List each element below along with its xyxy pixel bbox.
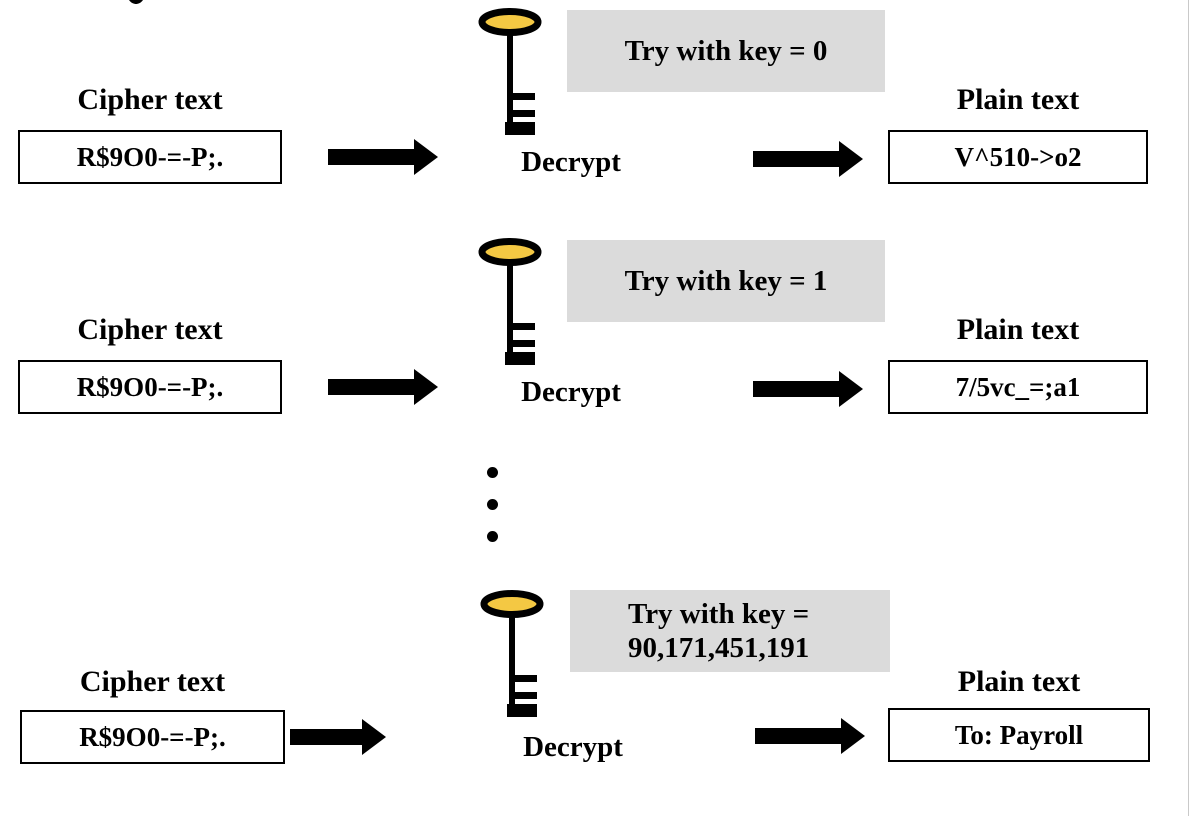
ellipsis-dot [487,499,498,510]
arrow-right-icon [755,718,865,754]
plain-text-box: To: Payroll [888,708,1150,762]
arrow-right-icon [328,139,438,175]
try-key-text: Try with key = [628,598,810,630]
try-key-value: 90,171,451,191 [628,632,810,664]
plain-text-box: 7/5vc_=;a1 [888,360,1148,414]
arrow-right-icon [290,719,386,755]
cipher-text-value: R$9O0-=-P;. [76,141,224,172]
page-edge-line [1188,0,1189,816]
cipher-text-label: Cipher text [79,665,226,698]
cipher-text-value: R$9O0-=-P;. [79,721,226,752]
try-key-text: Try with key = 1 [624,265,828,297]
try-key-callout: Try with key = 90,171,451,191 [570,590,890,672]
key-icon [480,590,544,717]
attempt-row-key-0: Try with key = 0 Cipher text R$9O0-=-P;.… [0,0,1190,230]
ellipsis-dot [487,531,498,542]
plain-text-value: 7/5vc_=;a1 [955,371,1081,402]
cipher-text-box: R$9O0-=-P;. [18,130,282,184]
plain-text-box: V^510->o2 [888,130,1148,184]
arrow-right-icon [328,369,438,405]
try-key-callout: Try with key = 1 [567,240,885,322]
decrypt-label: Decrypt [523,731,623,763]
plain-text-value: V^510->o2 [954,141,1082,172]
continuation-ellipsis [487,467,498,563]
plain-text-label: Plain text [957,665,1081,698]
ellipsis-dot [487,467,498,478]
cipher-text-value: R$9O0-=-P;. [76,371,224,402]
key-icon [478,238,542,365]
decrypt-label: Decrypt [521,376,621,408]
attempt-row-key-1: Try with key = 1 Cipher text R$9O0-=-P;.… [0,230,1190,460]
decrypt-label: Decrypt [521,146,621,178]
plain-text-label: Plain text [956,83,1080,116]
key-icon [478,8,542,135]
try-key-callout: Try with key = 0 [567,10,885,92]
arrow-right-icon [753,141,863,177]
plain-text-label: Plain text [956,313,1080,346]
arrow-right-icon [753,371,863,407]
cipher-text-label: Cipher text [77,83,223,116]
attempt-row-key-found: Try with key = 90,171,451,191 Cipher tex… [0,580,1190,816]
cipher-text-box: R$9O0-=-P;. [18,360,282,414]
plain-text-value: To: Payroll [954,719,1084,750]
try-key-text: Try with key = 0 [624,35,828,67]
cipher-text-box: R$9O0-=-P;. [20,710,285,764]
cropped-text-artifact [129,0,143,4]
cipher-text-label: Cipher text [77,313,223,346]
